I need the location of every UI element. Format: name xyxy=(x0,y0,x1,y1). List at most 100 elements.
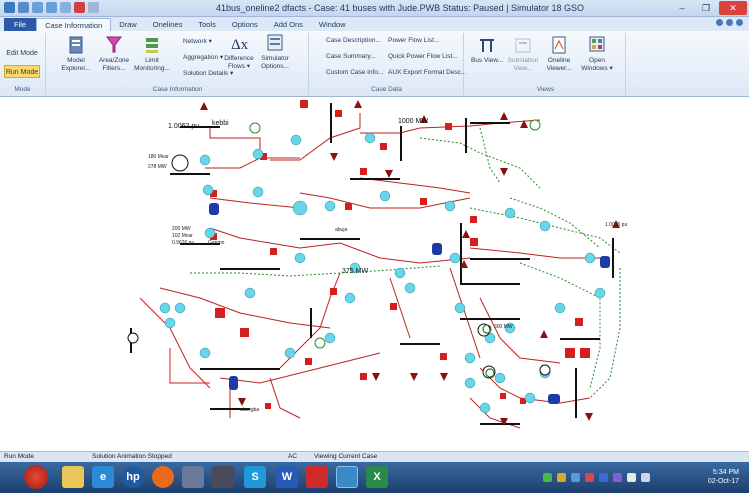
gen1-mvar-label: 180 Mvar xyxy=(148,154,169,160)
group-case-data: Case Description... Case Summary... Cust… xyxy=(310,33,467,95)
status-viewing: Viewing Current Case xyxy=(314,453,378,460)
start-button[interactable] xyxy=(24,465,48,489)
tab-draw[interactable]: Draw xyxy=(119,20,137,29)
load-arrows xyxy=(200,100,620,426)
group-label-views: Views xyxy=(536,86,555,93)
open-windows-button[interactable]: Open Windows ▾ xyxy=(578,35,616,72)
excel-icon[interactable]: X xyxy=(366,466,388,488)
firefox-icon[interactable] xyxy=(152,466,174,488)
os-taskbar: e hp S W X 5:34 PM 02-Oct-17 xyxy=(0,462,749,493)
case-summary-button[interactable]: Case Summary... xyxy=(326,53,376,60)
ribbon-options-icon[interactable] xyxy=(736,19,743,26)
tray-bluetooth-icon[interactable] xyxy=(599,473,608,482)
ribbon: Edit Mode Run Mode Mode Model Explorer..… xyxy=(0,31,749,97)
tray-flag-icon[interactable] xyxy=(543,473,552,482)
aggregation-dropdown[interactable]: Aggregation ▾ xyxy=(183,54,224,61)
difference-flows-button[interactable]: Δx Difference Flows ▾ xyxy=(220,33,258,70)
redo-icon[interactable] xyxy=(46,2,57,13)
diagram-labels: 1.0062 pu kebbi 180 Mvar 278 MW 1000 MW … xyxy=(148,118,627,413)
undo-icon[interactable] xyxy=(32,2,43,13)
stop-icon[interactable] xyxy=(74,2,85,13)
mw-375-label: 375 MW xyxy=(342,268,368,275)
bus-view-icon xyxy=(480,39,494,52)
transformers xyxy=(209,203,610,404)
tab-tools[interactable]: Tools xyxy=(198,20,216,29)
customize-icon[interactable] xyxy=(88,2,99,13)
custom-case-info-button[interactable]: Custom Case Info... xyxy=(326,69,384,76)
window-controls: – ❐ ✕ xyxy=(671,1,747,15)
file-explorer-icon[interactable] xyxy=(62,466,84,488)
open-windows-label: Open Windows ▾ xyxy=(581,57,613,72)
generators xyxy=(127,119,551,379)
case-description-button[interactable]: Case Description... xyxy=(326,37,381,44)
pdf-reader-icon[interactable] xyxy=(306,466,328,488)
system-tray: 5:34 PM 02-Oct-17 xyxy=(543,465,743,490)
substation-view-button[interactable]: Substation View... xyxy=(504,35,542,72)
difference-flows-label: Difference Flows ▾ xyxy=(224,55,254,70)
edit-mode-button[interactable]: Edit Mode xyxy=(6,50,38,57)
tab-options[interactable]: Options xyxy=(231,20,258,29)
tray-security-icon[interactable] xyxy=(557,473,566,482)
tray-update-icon[interactable] xyxy=(613,473,622,482)
open-windows-icon xyxy=(589,36,605,52)
tab-file[interactable]: File xyxy=(4,18,37,31)
tray-network-icon[interactable] xyxy=(571,473,580,482)
group-mode: Edit Mode Run Mode Mode xyxy=(0,33,46,95)
tab-onelines[interactable]: Onelines xyxy=(152,20,183,29)
tray-antivirus-icon[interactable] xyxy=(585,473,594,482)
app-logo-icon[interactable] xyxy=(4,2,15,13)
oneline-viewer-icon xyxy=(552,36,566,54)
maximize-button[interactable]: ❐ xyxy=(701,3,711,13)
svg-text:Δx: Δx xyxy=(231,37,248,53)
gen1-mw-label: 278 MW xyxy=(148,164,167,170)
quick-power-flow-list-button[interactable]: Quick Power Flow List... xyxy=(388,53,458,60)
group-label-mode: Mode xyxy=(14,86,31,93)
limit-monitoring-icon xyxy=(146,38,158,53)
word-icon[interactable]: W xyxy=(276,466,298,488)
oneline-viewer-button[interactable]: Oneline Viewer... xyxy=(540,35,578,72)
power-flow-list-button[interactable]: Power Flow List... xyxy=(388,37,440,44)
solution-details-dropdown[interactable]: Solution Details ▾ xyxy=(183,70,234,77)
aux-export-format-button[interactable]: AUX Export Format Desc... xyxy=(388,69,467,76)
quick-access-toolbar xyxy=(4,2,99,13)
run-mode-button[interactable]: Run Mode xyxy=(4,65,40,78)
substation-view-label: Substation View... xyxy=(507,57,539,72)
close-button[interactable]: ✕ xyxy=(719,1,747,15)
minimize-ribbon-icon[interactable] xyxy=(716,19,723,26)
minimize-button[interactable]: – xyxy=(679,3,685,13)
media-player-icon[interactable] xyxy=(212,466,234,488)
skype-icon[interactable]: S xyxy=(244,466,266,488)
oneline-diagram-canvas[interactable]: 1.0062 pu kebbi 180 Mvar 278 MW 1000 MW … xyxy=(0,98,749,451)
group-views: Bus View... Substation View... Oneline V… xyxy=(466,33,626,95)
bus-view-button[interactable]: Bus View... xyxy=(468,35,506,65)
tab-case-information[interactable]: Case Information xyxy=(36,18,112,31)
internet-explorer-icon[interactable]: e xyxy=(92,466,114,488)
svc-devices xyxy=(482,324,495,378)
limit-monitoring-button[interactable]: Limit Monitoring... xyxy=(133,35,171,72)
status-mode: Run Mode xyxy=(4,453,34,460)
save-icon[interactable] xyxy=(18,2,29,13)
tray-volume-icon[interactable] xyxy=(641,473,650,482)
mw-1000-label: 1000 MW xyxy=(398,118,428,125)
gen2-mvar-label: 102 Mvar xyxy=(172,233,193,239)
tray-clock[interactable]: 5:34 PM 02-Oct-17 xyxy=(708,468,739,486)
tab-window[interactable]: Window xyxy=(318,20,346,29)
tray-power-icon[interactable] xyxy=(627,473,636,482)
kebbi-pu-label: 1.0062 pu xyxy=(168,123,199,130)
oneline-diagram[interactable]: 1.0062 pu kebbi 180 Mvar 278 MW 1000 MW … xyxy=(0,98,749,451)
model-explorer-button[interactable]: Model Explorer... xyxy=(57,35,95,72)
solve-icon[interactable] xyxy=(60,2,71,13)
tab-add-ons[interactable]: Add Ons xyxy=(273,20,303,29)
help-icon[interactable] xyxy=(726,19,733,26)
settings-icon[interactable] xyxy=(182,466,204,488)
simulator-options-label: Simulator Options... xyxy=(261,55,289,70)
title-bar: 41bus_oneline2 dfacts - Case: 41 buses w… xyxy=(0,0,749,17)
hp-icon[interactable]: hp xyxy=(122,466,144,488)
status-ac: AC xyxy=(288,453,298,460)
area-zone-filters-button[interactable]: Area/Zone Filters... xyxy=(95,35,133,72)
network-dropdown[interactable]: Network ▾ xyxy=(183,38,212,45)
powerworld-icon[interactable] xyxy=(336,466,358,488)
simulator-options-button[interactable]: Simulator Options... xyxy=(256,33,294,70)
clock-date: 02-Oct-17 xyxy=(707,478,739,485)
gen2-mw-label: 200 MW xyxy=(172,226,191,232)
